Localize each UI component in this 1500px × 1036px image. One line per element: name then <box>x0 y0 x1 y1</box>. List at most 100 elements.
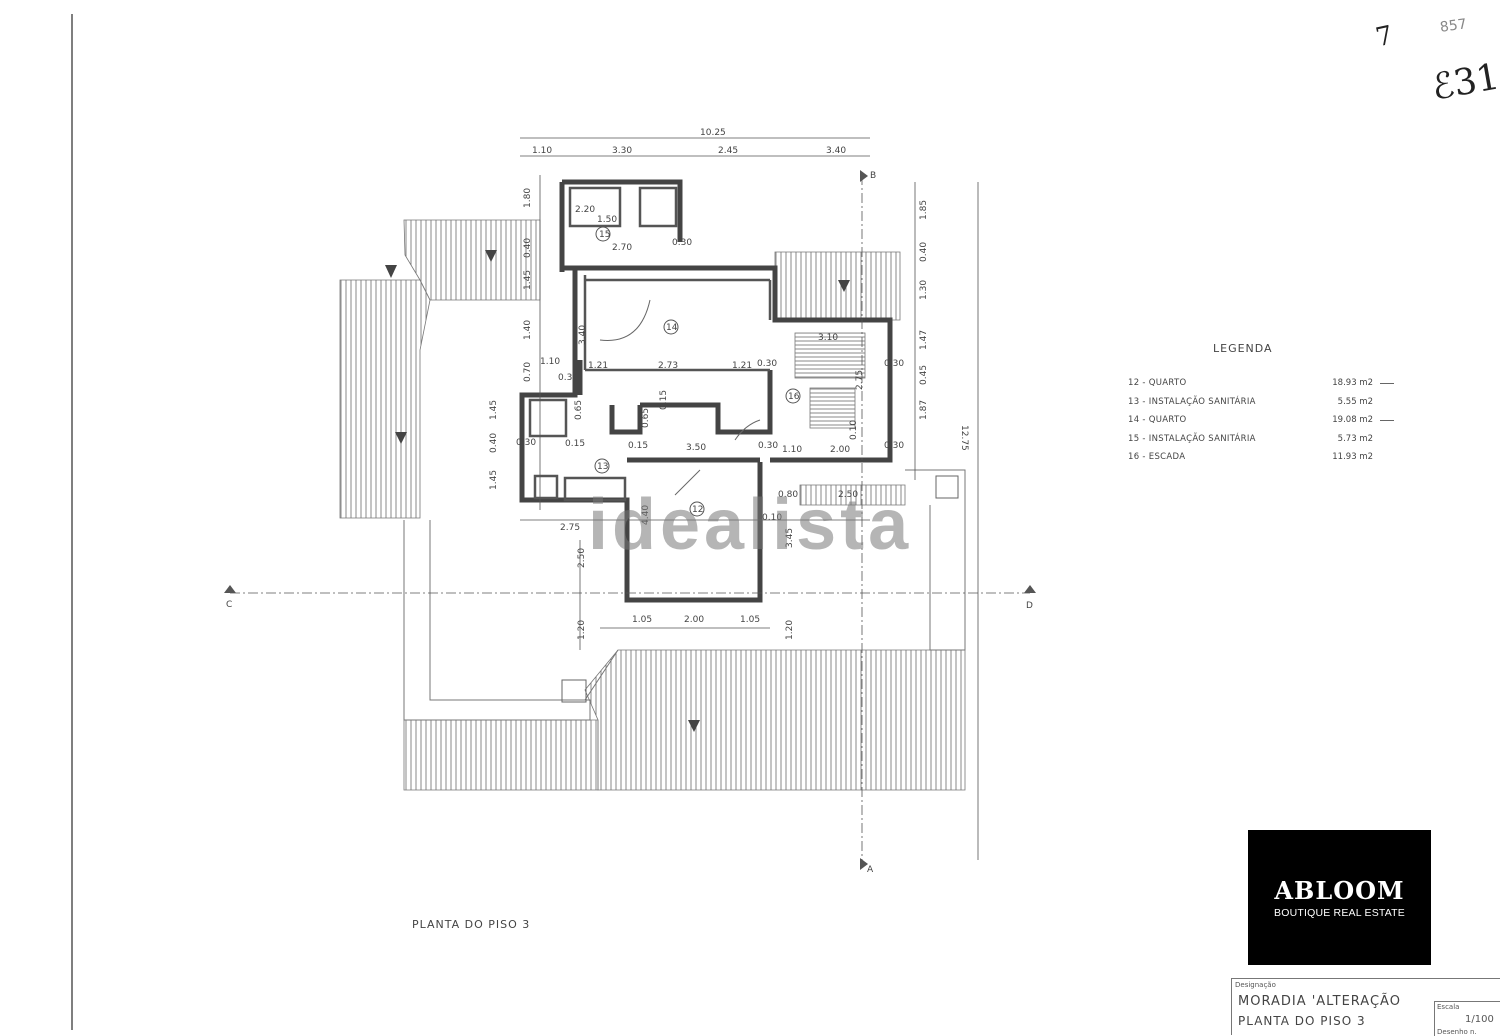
dim-left-6: 1.45 <box>489 400 499 420</box>
dim-interior-10: 2.70 <box>612 243 632 253</box>
dim-left-3: 1.45 <box>523 270 533 290</box>
dim-interior-30: 1.87 <box>919 400 929 420</box>
dim-interior-33: 0.15 <box>628 441 648 451</box>
dim-interior-32: 3.10 <box>818 333 838 343</box>
dim-left-2: 0.40 <box>523 238 533 258</box>
dim-top-2: 3.30 <box>612 146 632 156</box>
section-arrow-c <box>224 585 236 593</box>
dim-interior-9: 1.50 <box>597 215 617 225</box>
dim-interior-27: 0.10 <box>762 513 782 523</box>
dim-total-width: 10.25 <box>700 128 726 138</box>
roof-hatching <box>339 219 966 791</box>
watermark: idealista <box>588 485 913 565</box>
dim-interior-38: 0.30 <box>884 441 904 451</box>
section-arrow-a <box>860 858 868 870</box>
dim-left-1: 1.80 <box>523 188 533 208</box>
section-label-c: C <box>226 600 232 610</box>
legend-row: 15 - INSTALAÇÃO SANITÁRIA 5.73 m2 <box>1128 434 1388 453</box>
room-marker-12: 12 <box>692 505 703 515</box>
legend-row: 16 - ESCADA 11.93 m2 <box>1128 452 1388 471</box>
dim-interior-1: 3.40 <box>578 325 588 345</box>
legend-area: 5.73 m2 <box>1337 433 1373 444</box>
dim-interior-34: 1.30 <box>919 280 929 300</box>
room-marker-14: 14 <box>666 323 678 333</box>
legend-row: 12 - QUARTO 18.93 m2 <box>1128 378 1394 397</box>
room-marker-15: 15 <box>599 230 610 240</box>
dim-bottom-2: 2.00 <box>684 615 704 625</box>
dim-interior-8: 2.20 <box>575 205 595 215</box>
dim-interior-12: 0.65 <box>574 400 584 420</box>
section-label-b: B <box>870 171 876 181</box>
dim-interior-28: 2.75 <box>855 370 865 390</box>
logo-name: ABLOOM <box>1274 876 1405 905</box>
plan-title: PLANTA DO PISO 3 <box>412 918 531 931</box>
slope-arrows <box>385 250 850 732</box>
dim-interior-36: 0.40 <box>919 242 929 262</box>
legend-row: 13 - INSTALAÇÃO SANITÁRIA 5.55 m2 <box>1128 397 1388 416</box>
terrace-outline-right <box>905 469 966 651</box>
dim-bottom-side-1: 1.20 <box>577 620 587 640</box>
dim-interior-39: 0.15 <box>565 439 585 449</box>
dim-interior-4: 2.73 <box>658 361 678 371</box>
legend-area: 5.55 m2 <box>1337 396 1373 407</box>
dim-interior-18: 2.00 <box>830 445 850 455</box>
dim-interior-21: 2.75 <box>560 523 580 533</box>
terrace-outline <box>403 520 591 721</box>
dim-interior-19: 0.10 <box>849 420 859 440</box>
section-label-a: A <box>867 865 874 875</box>
dim-interior-37: 0.30 <box>884 359 904 369</box>
dim-interior-13: 0.65 <box>641 408 651 428</box>
dim-bottom-side-2: 1.20 <box>785 620 795 640</box>
dim-interior-11: 0.30 <box>672 238 692 248</box>
abloom-logo: ABLOOM BOUTIQUE REAL ESTATE <box>1248 830 1431 965</box>
dim-interior-23: 2.50 <box>577 548 587 568</box>
dim-right-height: 12.75 <box>959 425 969 451</box>
dim-interior-26: 2.50 <box>838 490 858 500</box>
legend-area: 11.93 m2 <box>1332 452 1373 462</box>
dim-left-4: 1.40 <box>523 320 533 340</box>
legend-label: 12 - QUARTO <box>1128 378 1187 388</box>
dim-interior-7: 0.30 <box>558 373 578 383</box>
dim-left-8: 1.45 <box>489 470 499 490</box>
section-lines <box>230 175 1030 860</box>
legend-title: LEGENDA <box>1213 342 1273 355</box>
dim-bottom-3: 1.05 <box>740 615 760 625</box>
scale-value: 1/100 <box>1465 1014 1494 1025</box>
legend-line <box>1380 383 1394 384</box>
dim-interior-35: 1.85 <box>919 200 929 220</box>
dim-interior-3: 1.21 <box>588 361 608 371</box>
dim-interior-22: 4.40 <box>641 505 651 525</box>
dim-left-7: 0.40 <box>489 433 499 453</box>
dim-interior-24: 3.45 <box>785 528 795 548</box>
inner-walls <box>528 186 772 502</box>
legend-row: 14 - QUARTO 19.08 m2 <box>1128 415 1394 434</box>
dim-interior-25: 0.80 <box>778 490 798 500</box>
scale-label: Escala <box>1437 1003 1460 1011</box>
logo-tagline: BOUTIQUE REAL ESTATE <box>1274 907 1405 919</box>
legend-label: 16 - ESCADA <box>1128 452 1186 462</box>
legend: 12 - QUARTO 18.93 m2 13 - INSTALAÇÃO SAN… <box>1128 378 1394 471</box>
dim-interior-16: 0.30 <box>758 441 778 451</box>
chimney-box <box>561 679 587 703</box>
section-arrow-d <box>1024 585 1036 593</box>
dim-interior-20: 0.30 <box>516 438 536 448</box>
legend-label: 14 - QUARTO <box>1128 415 1187 425</box>
scale-box: Escala 1/100 Desenho n. <box>1434 1001 1500 1036</box>
legend-label: 13 - INSTALAÇÃO SANITÁRIA <box>1128 396 1256 407</box>
dim-left-5: 0.70 <box>523 362 533 382</box>
dim-top-4: 3.40 <box>826 146 846 156</box>
dim-interior-5: 1.21 <box>732 361 752 371</box>
room-marker-13: 13 <box>597 462 608 472</box>
chimney-box <box>935 475 959 499</box>
room-marker-16: 16 <box>788 392 800 402</box>
legend-line <box>1380 420 1394 421</box>
dim-interior-17: 1.10 <box>782 445 802 455</box>
title-block: Designação MORADIA 'ALTERAÇÃO PLANTA DO … <box>1231 978 1500 1036</box>
dim-interior-6: 0.30 <box>757 359 777 369</box>
section-arrow-b <box>860 170 868 182</box>
dim-top-3: 2.45 <box>718 146 738 156</box>
dim-bottom-1: 1.05 <box>632 615 652 625</box>
legend-area: 19.08 m2 <box>1332 415 1373 425</box>
dimension-lines <box>520 137 979 860</box>
